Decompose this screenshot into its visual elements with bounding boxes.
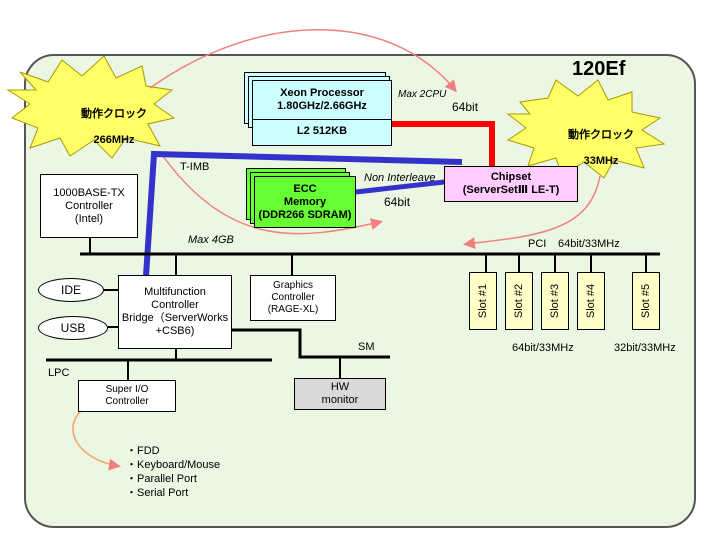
timb-line xyxy=(143,150,463,277)
pci-spec-label: 64bit/33MHz xyxy=(558,238,620,250)
burst-right-text: 動作クロック 33MHz xyxy=(546,116,656,168)
peripheral-list: ・FDD ・Keyboard/Mouse ・Parallel Port ・Ser… xyxy=(126,444,220,500)
cpu-name: Xeon Processor xyxy=(280,87,364,99)
pci-label: PCI xyxy=(528,238,547,250)
memory-width-label: 64bit xyxy=(384,195,411,209)
memory-line2: Memory xyxy=(283,195,327,208)
sm-label: SM xyxy=(358,341,375,353)
burst-right-line1: 動作クロック xyxy=(568,129,634,141)
timb-label: T-IMB xyxy=(180,161,210,173)
fsb-line xyxy=(392,121,495,166)
pci-slot-5: Slot #5 xyxy=(632,272,660,330)
memory-max-label: Max 4GB xyxy=(188,234,234,246)
arrow-clock-cpu xyxy=(149,29,457,93)
chipset-model: (ServerSetⅢ LE-T) xyxy=(462,184,560,196)
chipset-name: Chipset xyxy=(490,171,532,183)
pci-slot-1: Slot #1 xyxy=(469,272,497,330)
nic-controller-box: 1000BASE-TX Controller (Intel) xyxy=(40,174,138,238)
peripheral-fdd: ・FDD xyxy=(126,445,160,457)
sm-bus-line xyxy=(232,328,390,359)
ide-port: IDE xyxy=(38,278,104,302)
slot-spec-64-label: 64bit/33MHz xyxy=(512,342,574,354)
burst-left-shape xyxy=(6,55,176,159)
memory-line3: (DDR266 SDRAM) xyxy=(258,208,352,221)
graphics-controller-box: Graphics Controller (RAGE-XL) xyxy=(250,275,336,321)
peripheral-serial-port: ・Serial Port xyxy=(126,487,189,499)
lpc-label: LPC xyxy=(48,367,70,379)
peripheral-keyboard-mouse: ・Keyboard/Mouse xyxy=(126,459,221,471)
arrow-clock-pci xyxy=(463,175,601,249)
burst-right-line2: 33MHz xyxy=(583,155,619,167)
arrow-superio-peripherals xyxy=(72,409,121,471)
burst-left-line2: 266MHz xyxy=(93,134,135,146)
chipset-box: Chipset (ServerSetⅢ LE-T) xyxy=(444,166,578,202)
cpu-cache: L2 512KB xyxy=(253,119,391,138)
arrow-clock-memory xyxy=(159,151,383,235)
burst-left-line1: 動作クロック xyxy=(81,108,147,120)
cpu-box: Xeon Processor 1.80GHz/2.66GHz L2 512KB xyxy=(252,80,392,146)
burst-right-shape xyxy=(506,79,666,179)
pci-slot-3: Slot #3 xyxy=(541,272,569,330)
hw-monitor-box: HW monitor xyxy=(294,378,386,410)
cpu-max-label: Max 2CPU xyxy=(398,89,447,100)
burst-left-text: 動作クロック 266MHz xyxy=(64,95,164,147)
memory-line1: ECC xyxy=(293,182,317,195)
memory-mode-label: Non Interleave xyxy=(364,172,436,184)
model-title: 120Ef xyxy=(572,58,626,80)
pci-slot-4: Slot #4 xyxy=(577,272,605,330)
pci-slot-2: Slot #2 xyxy=(505,272,533,330)
memory-box: ECC Memory (DDR266 SDRAM) xyxy=(254,176,356,228)
peripheral-parallel-port: ・Parallel Port xyxy=(126,473,197,485)
multifunction-controller-box: Multifunction Controller Bridge（ServerWo… xyxy=(118,275,232,349)
usb-port: USB xyxy=(38,316,108,340)
fsb-width-label: 64bit xyxy=(452,100,479,114)
slot-spec-32-label: 32bit/33MHz xyxy=(614,342,676,354)
super-io-controller-box: Super I/O Controller xyxy=(78,380,176,412)
cpu-speed: 1.80GHz/2.66GHz xyxy=(277,100,367,112)
